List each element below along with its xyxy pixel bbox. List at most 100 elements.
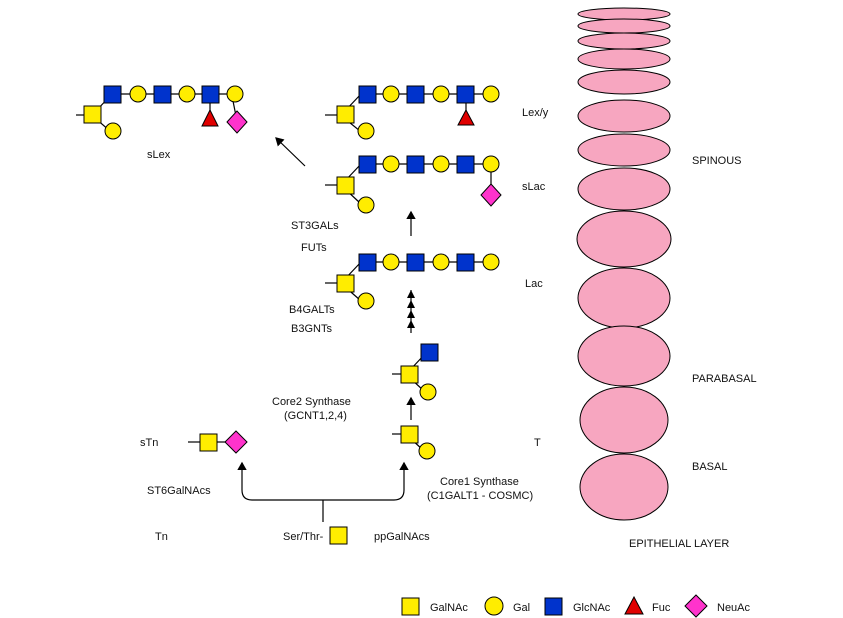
slex-label: sLex: [147, 149, 171, 161]
spinous-cell: [577, 32, 671, 50]
gal-symbol: [178, 85, 196, 103]
glcnac-symbol: [406, 253, 425, 272]
lac-label: Lac: [525, 278, 543, 290]
gal-symbol: [482, 253, 500, 271]
gal-symbol: [226, 85, 244, 103]
spinous-cell: [577, 18, 671, 34]
epithelial-cell-stack: [576, 7, 672, 521]
glcnac-symbol: [456, 253, 475, 272]
lexy-label: Lex/y: [522, 107, 549, 119]
gal-symbol: [382, 85, 400, 103]
glcnac-symbol: [456, 155, 475, 174]
legend-glcnac-icon: [544, 597, 563, 616]
galnac-symbol: [336, 105, 355, 124]
glcnac-symbol: [153, 85, 172, 104]
galnac-symbol: [329, 526, 348, 545]
glcnac-symbol: [358, 85, 377, 104]
gal-symbol: [357, 292, 375, 310]
st3gals-label: ST3GALs: [291, 220, 339, 232]
galnac-symbol: [83, 105, 102, 124]
arrow-to-slex: [275, 137, 306, 167]
stn-label: sTn: [140, 437, 158, 449]
t-antigen-structure: [392, 425, 436, 460]
repeat-arrows: [407, 290, 415, 333]
neuac-symbol: [224, 430, 248, 454]
gal-symbol: [129, 85, 147, 103]
spinous-cell: [577, 48, 671, 70]
glcnac-symbol: [406, 155, 425, 174]
legend: GalNAc Gal GlcNAc Fuc NeuAc: [401, 594, 751, 618]
slex-structure: [76, 85, 248, 140]
spinous-label: SPINOUS: [692, 155, 742, 167]
gal-symbol: [357, 196, 375, 214]
glcnac-symbol: [420, 343, 439, 362]
glcnac-symbol: [358, 155, 377, 174]
gal-symbol: [482, 85, 500, 103]
basal-cell: [579, 453, 669, 521]
slac-structure: [325, 155, 502, 214]
basal-label: BASAL: [692, 461, 727, 473]
stn-structure: [188, 430, 248, 454]
t-label: T: [534, 437, 541, 449]
spinous-cell: [576, 210, 672, 268]
lac-structure: [325, 253, 500, 310]
lexy-structure: [325, 85, 500, 140]
spinous-cell: [577, 167, 671, 211]
gal-symbol: [418, 442, 436, 460]
futs-label: FUTs: [301, 242, 327, 254]
gal-symbol: [432, 253, 450, 271]
legend-neuac-icon: [684, 594, 708, 618]
parabasal-cell: [577, 325, 671, 387]
legend-fuc-label: Fuc: [652, 602, 671, 614]
gal-symbol: [419, 383, 437, 401]
st6galnacs-label: ST6GalNAcs: [147, 485, 211, 497]
legend-gal-icon: [484, 596, 504, 616]
parabasal-cell: [577, 267, 671, 329]
galnac-symbol: [199, 433, 218, 452]
glcnac-symbol: [201, 85, 220, 104]
glcnac-symbol: [406, 85, 425, 104]
ppgalnacs-label: ppGalNAcs: [374, 531, 430, 543]
tn-branch-arrows: [237, 461, 409, 522]
slac-label: sLac: [522, 181, 546, 193]
neuac-symbol: [480, 183, 502, 207]
core2-synthase-label: Core2 Synthase: [272, 396, 351, 408]
parabasal-label: PARABASAL: [692, 373, 757, 385]
gal-symbol: [382, 155, 400, 173]
spinous-cell: [577, 7, 671, 21]
spinous-cell: [577, 99, 671, 133]
legend-fuc-icon: [624, 595, 644, 615]
glcnac-symbol: [358, 253, 377, 272]
gal-symbol: [432, 155, 450, 173]
ser-thr-label: Ser/Thr-: [283, 531, 324, 543]
legend-galnac-label: GalNAc: [430, 602, 468, 614]
fuc-symbol: [457, 108, 475, 126]
b4galts-label: B4GALTs: [289, 304, 335, 316]
spinous-cell: [577, 133, 671, 167]
glcnac-symbol: [456, 85, 475, 104]
galnac-symbol: [336, 274, 355, 293]
core1-genes-label: (C1GALT1 - COSMC): [427, 490, 533, 502]
core2-structure: [392, 343, 439, 401]
gal-symbol: [482, 155, 500, 173]
legend-neuac-label: NeuAc: [717, 602, 751, 614]
legend-gal-label: Gal: [513, 602, 530, 614]
gal-symbol: [432, 85, 450, 103]
galnac-symbol: [400, 365, 419, 384]
gal-symbol: [104, 122, 122, 140]
legend-galnac-icon: [401, 597, 420, 616]
legend-glcnac-label: GlcNAc: [573, 602, 611, 614]
b3gnts-label: B3GNTs: [291, 323, 332, 335]
fuc-symbol: [201, 108, 219, 127]
galnac-symbol: [400, 425, 419, 444]
basal-cell: [579, 386, 669, 454]
glcnac-symbol: [103, 85, 122, 104]
gal-symbol: [357, 122, 375, 140]
tn-label: Tn: [155, 531, 168, 543]
galnac-symbol: [336, 176, 355, 195]
spinous-cell: [577, 69, 671, 95]
gal-symbol: [382, 253, 400, 271]
core1-synthase-label: Core1 Synthase: [440, 476, 519, 488]
epithelial-layer-title: EPITHELIAL LAYER: [629, 538, 729, 550]
